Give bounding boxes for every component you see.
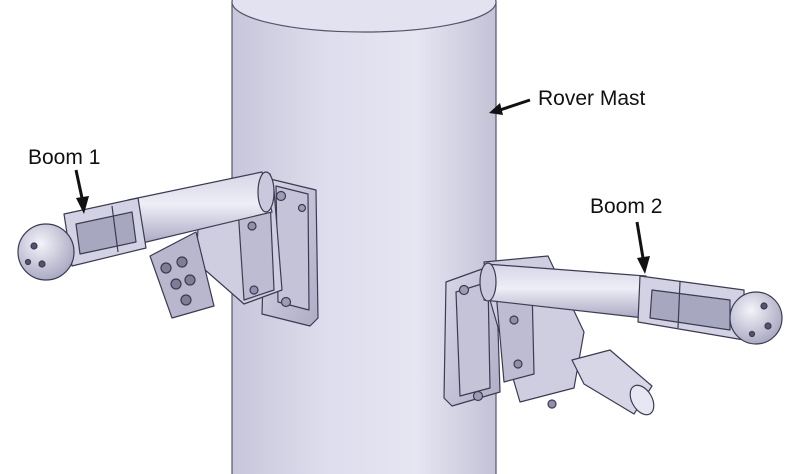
boom-1-assembly — [17, 171, 319, 327]
boom-1-arrow — [74, 169, 89, 214]
rover-mast-arrow — [489, 98, 531, 115]
rover-mast-label: Rover Mast — [538, 87, 646, 110]
boom-2-label: Boom 2 — [590, 195, 663, 218]
boom-2-arrow — [635, 221, 650, 274]
boom-2-assembly — [443, 255, 783, 416]
boom-1-label: Boom 1 — [28, 146, 101, 169]
